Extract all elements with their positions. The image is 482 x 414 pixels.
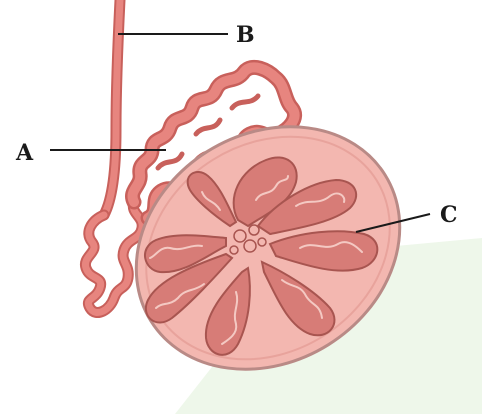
label-a: A bbox=[15, 140, 34, 166]
coiled-duct bbox=[85, 202, 142, 313]
vas-deferens bbox=[104, 0, 120, 215]
label-c: C bbox=[440, 202, 458, 228]
label-b: B bbox=[236, 22, 255, 48]
